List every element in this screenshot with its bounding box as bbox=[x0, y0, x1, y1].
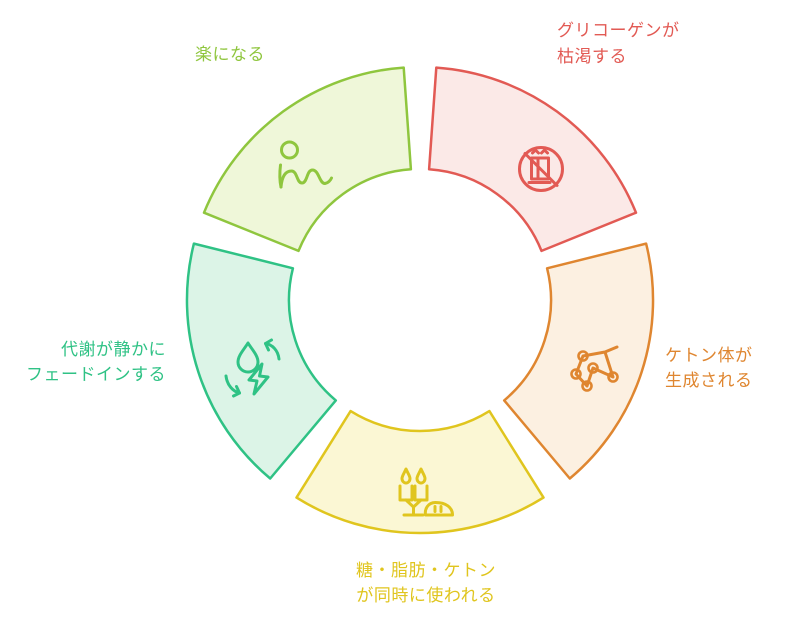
label-metabolism-fade-in: 代謝が静かに フェードインする bbox=[26, 340, 166, 384]
segment-metabolism-fade-in bbox=[185, 242, 338, 480]
metabolic-cycle-icon bbox=[224, 338, 281, 398]
ring-segments bbox=[185, 66, 655, 535]
segment-ketone-production bbox=[502, 242, 655, 480]
segment-gets-easier bbox=[202, 66, 413, 253]
label-ketone-production: ケトン体が 生成される bbox=[665, 346, 753, 390]
mixed-fuel-icon bbox=[398, 467, 454, 517]
label-glycogen-depletion: グリコーゲンが 枯渇する bbox=[557, 21, 680, 66]
empty-fuel-icon bbox=[518, 146, 564, 192]
label-gets-easier: 楽になる bbox=[195, 45, 265, 64]
relaxed-person-icon bbox=[278, 140, 333, 189]
ketone-molecule-icon bbox=[570, 345, 619, 392]
label-mixed-fuel-use: 糖・脂肪・ケトン が同時に使われる bbox=[356, 561, 496, 605]
stage-icons bbox=[224, 140, 619, 517]
